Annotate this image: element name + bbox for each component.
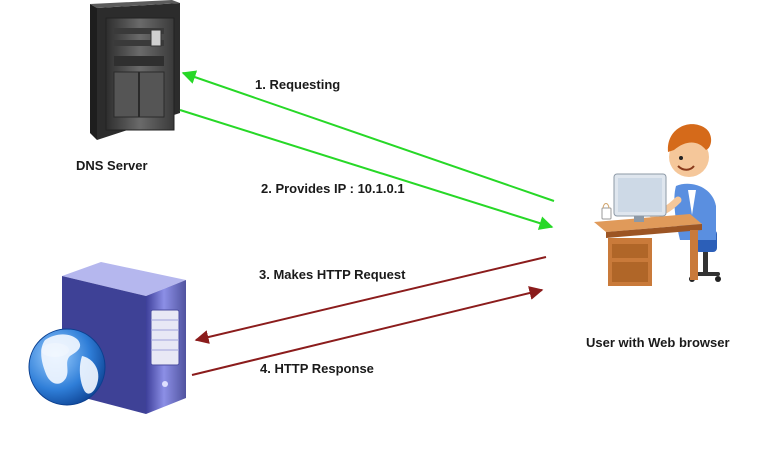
http-arrows bbox=[191, 256, 547, 376]
arrow-step-2 bbox=[179, 109, 554, 230]
arrow-step-3 bbox=[194, 256, 547, 344]
step-4-label: 4. HTTP Response bbox=[260, 361, 374, 376]
dns-server-label: DNS Server bbox=[76, 158, 148, 173]
dns-server-icon bbox=[90, 0, 180, 140]
web-server-icon bbox=[62, 262, 186, 414]
arrow-step-1 bbox=[181, 70, 555, 202]
globe-icon bbox=[28, 328, 106, 406]
arrow-step-4 bbox=[191, 286, 544, 376]
step-1-label: 1. Requesting bbox=[255, 77, 341, 92]
dns-arrows bbox=[179, 70, 555, 230]
user-label: User with Web browser bbox=[586, 335, 730, 350]
user-at-desk-icon bbox=[594, 124, 721, 286]
step-2-label: 2. Provides IP : 10.1.0.1 bbox=[261, 181, 405, 196]
step-3-label: 3. Makes HTTP Request bbox=[259, 267, 406, 282]
